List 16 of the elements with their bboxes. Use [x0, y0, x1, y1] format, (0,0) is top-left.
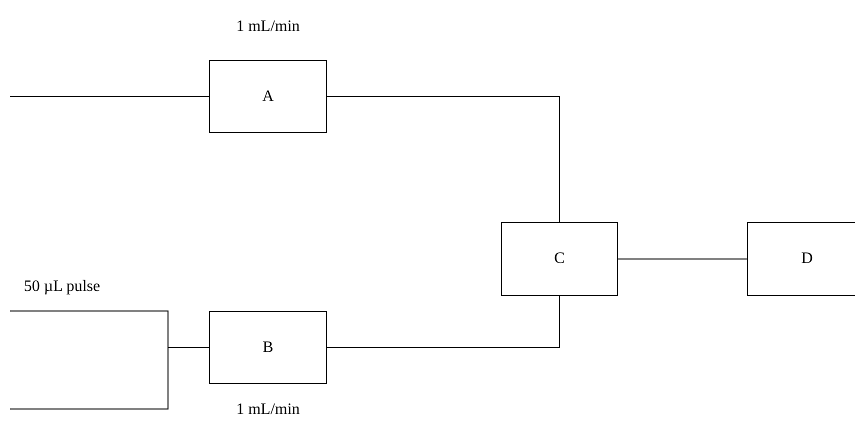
- connector-line: [326, 296, 560, 348]
- connector-line: [618, 258, 748, 260]
- box-label: B: [262, 338, 274, 358]
- process-box: [209, 60, 327, 133]
- connector-line: [10, 347, 210, 410]
- flow-rate-label: 1 mL/min: [236, 400, 300, 420]
- box-label: D: [801, 249, 813, 269]
- pulse-label: 50 µL pulse: [24, 277, 100, 297]
- flow-rate-label: 1 mL/min: [236, 17, 300, 37]
- box-label: C: [554, 249, 565, 269]
- process-box: [501, 222, 618, 296]
- connector-line: [326, 96, 560, 222]
- process-box: [209, 311, 327, 384]
- box-label: A: [262, 86, 274, 106]
- process-box: [747, 222, 855, 296]
- connector-line: [10, 96, 210, 97]
